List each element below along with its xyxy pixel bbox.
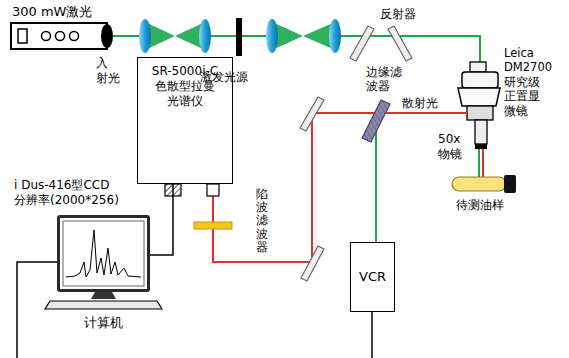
beam-label: 散射光 [402,96,438,111]
source-aperture [236,18,242,56]
part-label: 激发光源 [200,70,248,85]
notch-filter [194,222,232,229]
beam-label: 入 射光 [96,56,120,86]
edge-filter [362,100,390,142]
lens [266,19,278,53]
scatter-beam [213,113,467,262]
microscope-nosepiece [467,106,493,120]
laser-knob [42,32,51,41]
laser-title: 300 mW激光 [12,4,92,20]
part-label: 陷波滤波器 [256,188,268,254]
mirror [350,26,374,61]
computer-cable [17,262,57,358]
microscope-eyepiece [470,62,486,72]
part-label: 反射器 [380,7,416,22]
laser-beam [478,149,480,177]
part-label: 50x 物镜 [438,132,462,162]
laser-box: 300 mW激光 [10,22,108,50]
microscope-body [458,88,500,106]
microscope-label: Leica DM2700 研究级 正置显 微镜 [504,46,552,118]
keyboard [45,301,162,309]
part-label: 边缘滤 波器 [366,65,402,94]
part-label: 待测油样 [456,198,504,213]
mirror [300,97,324,131]
lens [199,19,211,53]
detector-label: i Dus-416型CCD 分辨率(2000*256) [14,178,142,208]
objective-tip [475,144,487,149]
tube-cap [504,175,516,193]
entrance-slit [207,184,219,196]
microscope-head [462,72,498,88]
mirror [301,246,324,281]
cable-line [150,184,173,255]
laser-knob [70,32,79,41]
computer-monitor: 计算机 [57,215,150,292]
sample-tube [452,177,506,191]
objective-lens [475,120,487,144]
scatter-beam [482,149,484,177]
monitor-stand [91,292,116,299]
mirror [388,26,412,61]
laser-knob [56,32,65,41]
video-beam [375,122,377,242]
monitor-screen [63,221,144,286]
raman-spectrum [66,230,141,277]
computer-name: 计算机 [60,315,147,331]
vcr-name: VCR [359,269,386,285]
vcr-cable [371,312,373,358]
laser-part [18,29,27,43]
vcr-box: VCR [350,242,395,312]
lens [139,19,151,53]
lens [329,19,341,53]
